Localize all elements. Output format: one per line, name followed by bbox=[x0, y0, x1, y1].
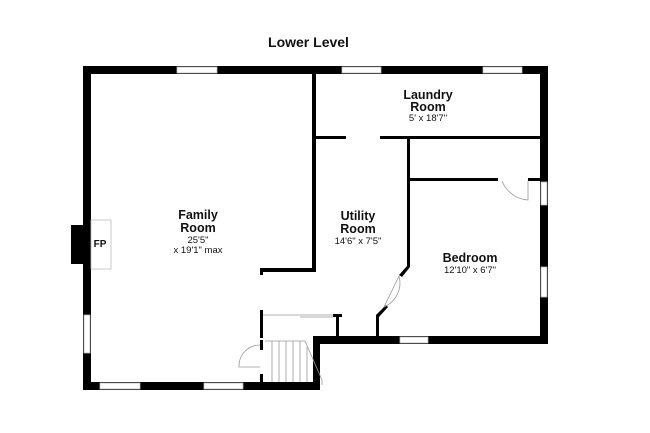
floor-plan-title: Lower Level bbox=[268, 34, 349, 50]
room-bedroom: Bedroom 12'10" x 6'7" bbox=[443, 251, 498, 276]
room-family: Family Room 25'5" x 19'1" max bbox=[173, 208, 222, 256]
room-dimension: 14'6" x 7'5" bbox=[335, 236, 382, 247]
room-utility: Utility Room 14'6" x 7'5" bbox=[335, 209, 382, 247]
room-name: Room bbox=[180, 221, 215, 235]
room-dimension: 25'5" bbox=[187, 235, 208, 246]
room-name: Family bbox=[178, 208, 218, 222]
fireplace-label: FP bbox=[94, 239, 107, 250]
fireplace: FP bbox=[90, 219, 112, 270]
stairs bbox=[265, 340, 323, 385]
doors bbox=[238, 180, 529, 368]
room-name: Laundry bbox=[403, 88, 452, 102]
room-dimension: x 19'1" max bbox=[173, 245, 222, 256]
room-name: Utility bbox=[341, 209, 376, 223]
walls bbox=[71, 66, 548, 390]
windows bbox=[83, 66, 548, 390]
room-name: Room bbox=[340, 222, 375, 236]
room-laundry: Laundry Room 5' x 18'7" bbox=[403, 88, 452, 124]
room-dimension: 5' x 18'7" bbox=[409, 113, 447, 124]
room-name: Room bbox=[410, 100, 445, 114]
room-dimension: 12'10" x 6'7" bbox=[444, 265, 496, 276]
room-name: Bedroom bbox=[443, 251, 498, 265]
